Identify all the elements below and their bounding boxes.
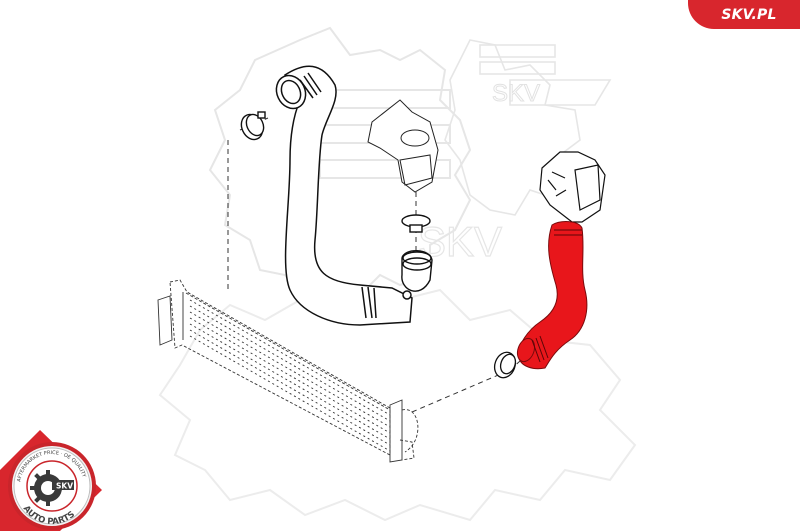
skv-auto-parts-badge: SKV AFTERMARKET PRICE · OE QUALITY AUTO … [0, 430, 102, 531]
assembly-guide-lines [227, 117, 531, 413]
hose-left-connector [401, 250, 433, 292]
air-intake-connector [539, 151, 606, 223]
clamp-mid [401, 214, 431, 233]
hose-right-highlighted [516, 221, 588, 370]
site-brand-tab[interactable]: SKV.PL [688, 0, 800, 29]
badge-center-text: SKV [56, 482, 73, 491]
clamp-right [493, 351, 517, 379]
intercooler [157, 279, 419, 463]
hose-left [275, 65, 413, 326]
clamp-left [240, 111, 266, 141]
watermark-text: SKV [492, 80, 540, 107]
throttle-housing [367, 99, 439, 193]
